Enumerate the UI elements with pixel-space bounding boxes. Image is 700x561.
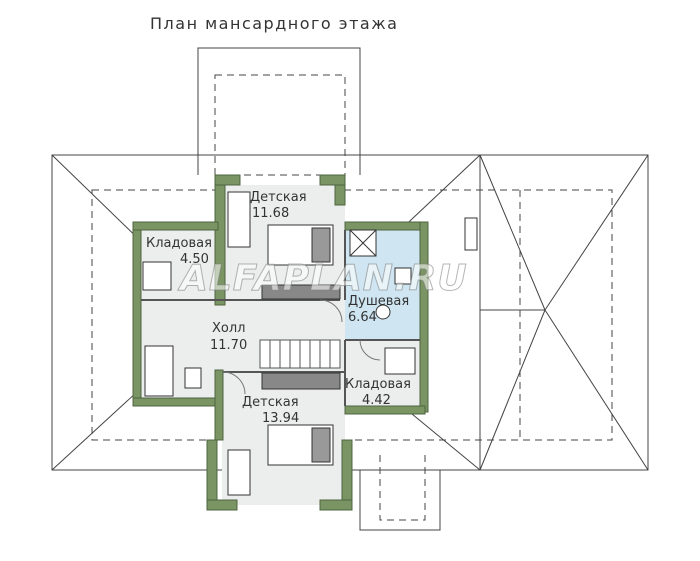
furniture [142, 191, 478, 496]
room-label-kladovaya-1: Кладовая [146, 236, 212, 251]
room-label-detskaya-2: Детская [242, 395, 299, 410]
watermark: ALFAPLAN.RU [180, 258, 468, 300]
room-area-kladovaya-2: 4.42 [362, 393, 391, 408]
interior-partitions [141, 230, 420, 406]
door-arcs [222, 299, 381, 395]
room-area-kladovaya-1: 4.50 [180, 252, 209, 267]
room-area-holl: 11.70 [210, 338, 248, 353]
stairs [259, 339, 341, 369]
roof-outline [51, 47, 649, 531]
dashed-outline [91, 74, 613, 521]
room-label-kladovaya-2: Кладовая [345, 377, 411, 392]
plan-title: План мансардного этажа [150, 14, 399, 33]
room-area-dushevaya: 6.64 [348, 310, 377, 325]
room-label-dushevaya: Душевая [348, 294, 410, 309]
room-area-detskaya-1: 11.68 [252, 206, 290, 221]
room-label-holl: Холл [212, 321, 246, 336]
room-area-detskaya-2: 13.94 [262, 411, 300, 426]
walls [132, 174, 429, 511]
room-label-detskaya-1: Детская [250, 190, 307, 205]
